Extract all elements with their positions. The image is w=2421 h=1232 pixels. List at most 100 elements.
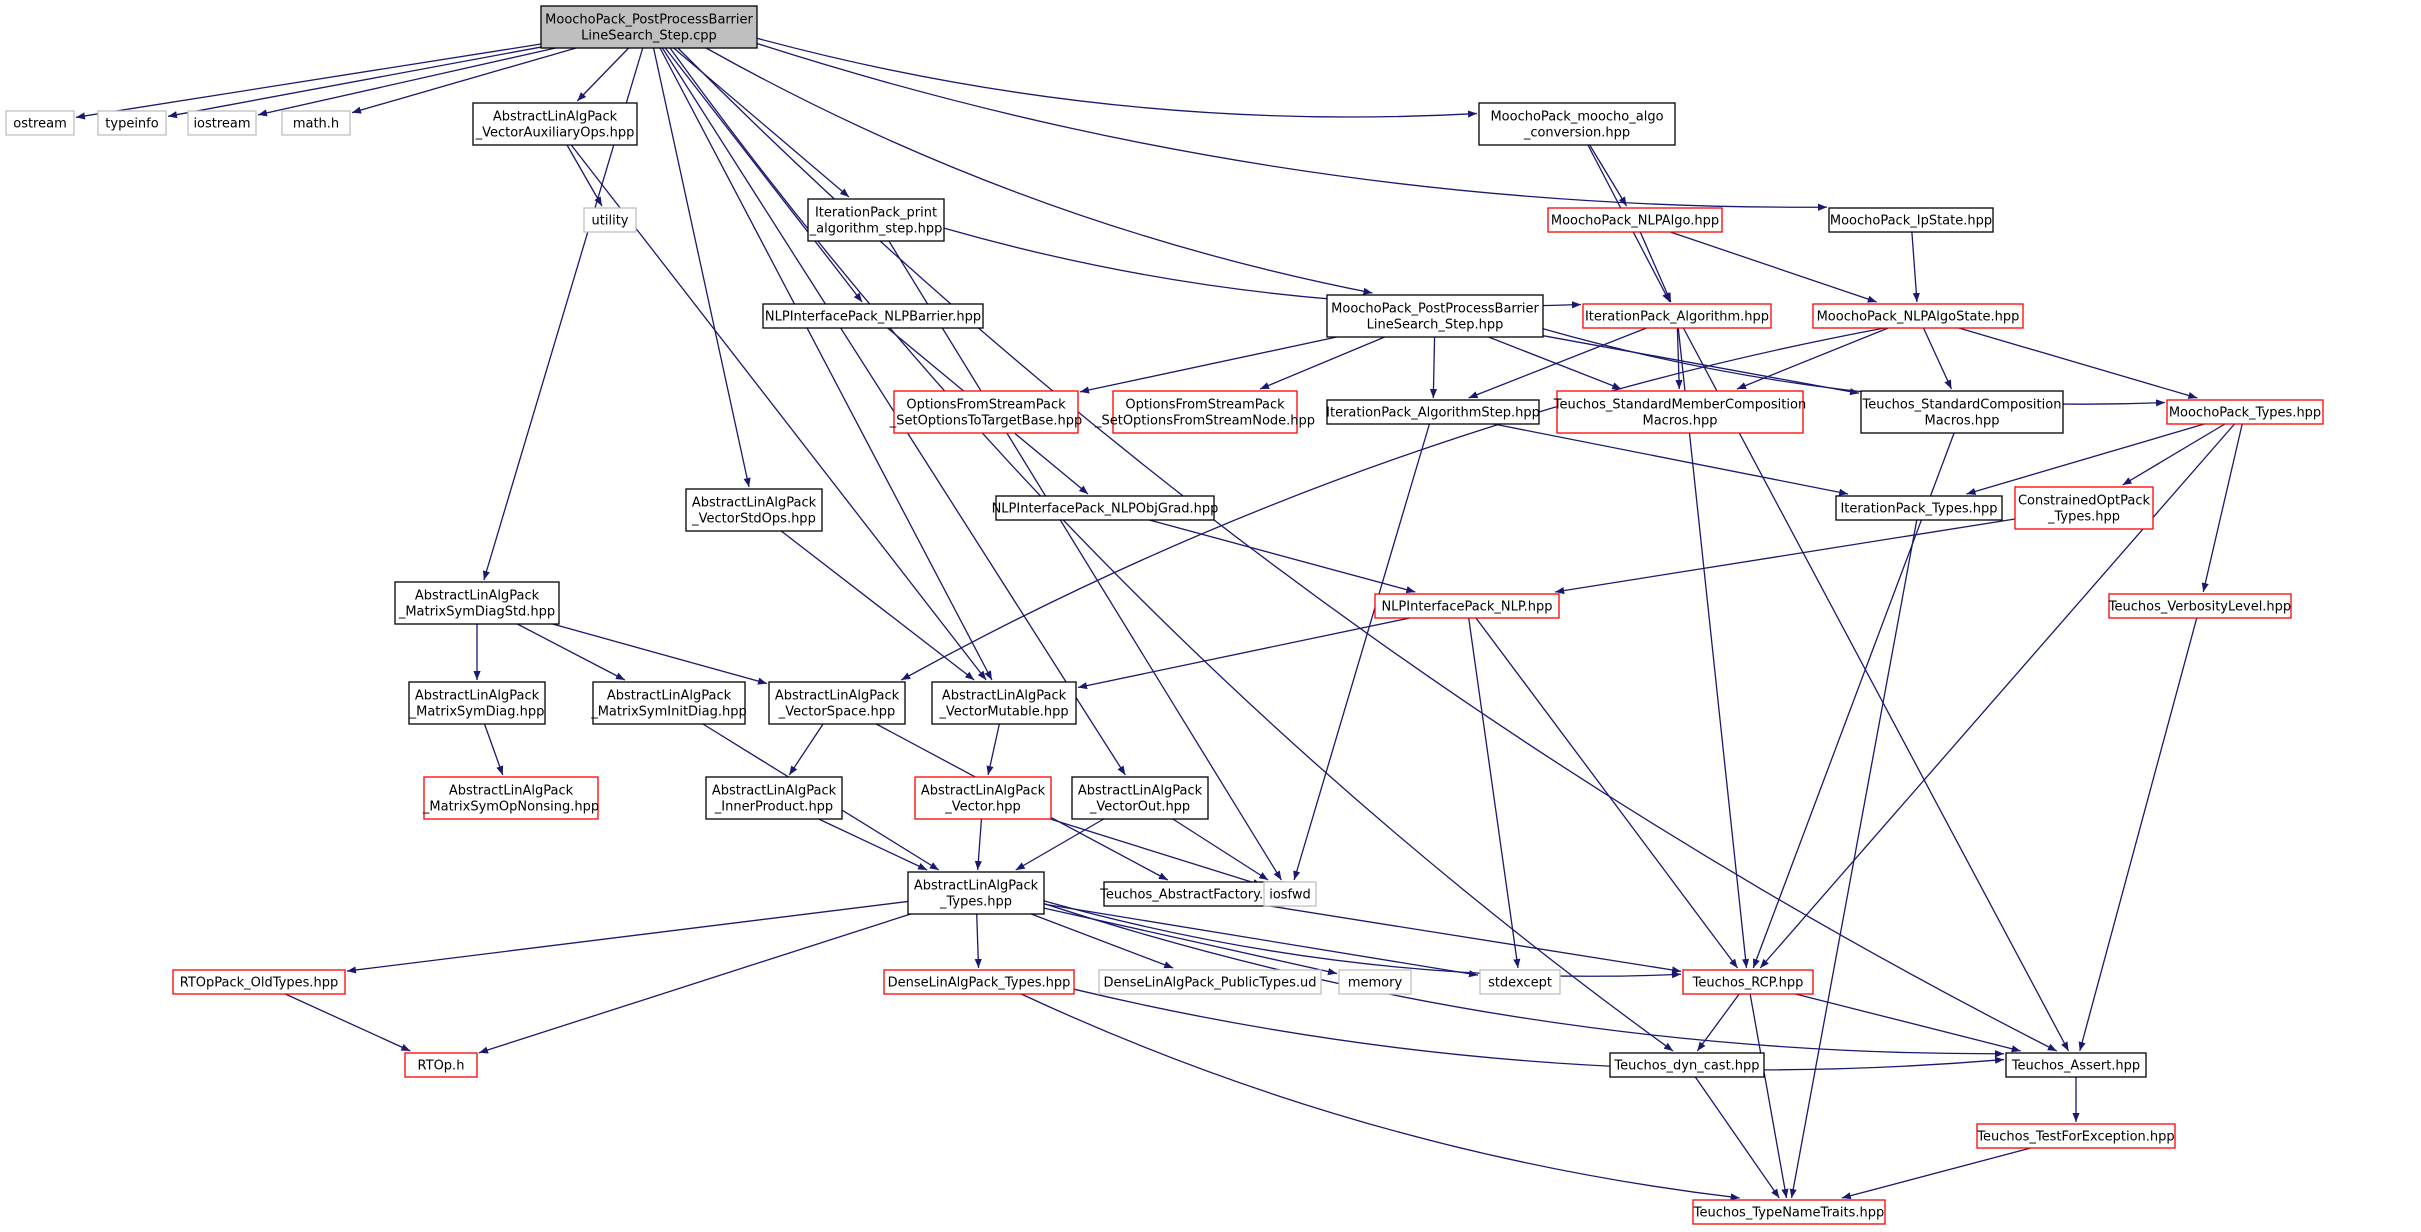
node-box[interactable] bbox=[685, 488, 823, 532]
node-nlpbarrier[interactable]: NLPInterfacePack_NLPBarrier.hpp bbox=[762, 303, 984, 329]
node-memory[interactable]: memory bbox=[1338, 969, 1412, 995]
node-box[interactable] bbox=[408, 681, 546, 725]
node-moochotypes[interactable]: MoochoPack_Types.hpp bbox=[2166, 399, 2324, 425]
node-box[interactable] bbox=[1071, 776, 1209, 820]
node-box[interactable] bbox=[1479, 969, 1561, 995]
node-box[interactable] bbox=[5, 110, 75, 136]
node-nlpobjgrad[interactable]: NLPInterfacePack_NLPObjGrad.hpp bbox=[992, 495, 1219, 521]
node-box[interactable] bbox=[97, 110, 167, 136]
node-box[interactable] bbox=[1976, 1123, 2176, 1149]
node-stdexcept[interactable]: stdexcept bbox=[1479, 969, 1561, 995]
node-box[interactable] bbox=[1835, 495, 2003, 521]
node-dyncast[interactable]: Teuchos_dyn_cast.hpp bbox=[1609, 1052, 1765, 1078]
node-box[interactable] bbox=[1812, 303, 2024, 329]
node-box[interactable] bbox=[807, 198, 945, 242]
node-ipstate[interactable]: MoochoPack_IpState.hpp bbox=[1828, 207, 1994, 233]
node-rcp[interactable]: Teuchos_RCP.hpp bbox=[1682, 969, 1814, 995]
node-vecmut[interactable]: AbstractLinAlgPack_VectorMutable.hpp bbox=[931, 681, 1077, 725]
node-matsymdiag[interactable]: AbstractLinAlgPack_MatrixSymDiag.hpp bbox=[408, 681, 546, 725]
node-box[interactable] bbox=[1478, 102, 1676, 146]
node-constropt[interactable]: ConstrainedOptPack_Types.hpp bbox=[2014, 486, 2154, 530]
node-box[interactable] bbox=[187, 110, 257, 136]
node-verbosity[interactable]: Teuchos_VerbosityLevel.hpp bbox=[2108, 593, 2292, 619]
node-utility[interactable]: utility bbox=[583, 207, 637, 233]
node-vecout[interactable]: AbstractLinAlgPack_VectorOut.hpp bbox=[1071, 776, 1209, 820]
node-box[interactable] bbox=[893, 390, 1079, 434]
node-box[interactable] bbox=[1112, 390, 1298, 434]
node-assert[interactable]: Teuchos_Assert.hpp bbox=[2005, 1052, 2147, 1078]
node-box[interactable] bbox=[705, 776, 843, 820]
node-matsymop[interactable]: AbstractLinAlgPack_MatrixSymOpNonsing.hp… bbox=[422, 776, 599, 820]
node-box[interactable] bbox=[1682, 969, 1814, 995]
node-box[interactable] bbox=[1828, 207, 1994, 233]
node-testforexc[interactable]: Teuchos_TestForException.hpp bbox=[1976, 1123, 2176, 1149]
node-box[interactable] bbox=[1338, 969, 1412, 995]
node-box[interactable] bbox=[2166, 399, 2324, 425]
node-denselin[interactable]: DenseLinAlgPack_Types.hpp bbox=[883, 969, 1075, 995]
node-typename[interactable]: Teuchos_TypeNameTraits.hpp bbox=[1692, 1199, 1886, 1225]
node-stdmember[interactable]: Teuchos_StandardMemberCompositionMacros.… bbox=[1553, 390, 1806, 434]
node-box[interactable] bbox=[2014, 486, 2154, 530]
node-densepub[interactable]: DenseLinAlgPack_PublicTypes.ud bbox=[1098, 969, 1322, 995]
node-box[interactable] bbox=[583, 207, 637, 233]
node-box[interactable] bbox=[1556, 390, 1804, 434]
node-innerprod[interactable]: AbstractLinAlgPack_InnerProduct.hpp bbox=[705, 776, 843, 820]
node-nlpalgo[interactable]: MoochoPack_NLPAlgo.hpp bbox=[1547, 207, 1723, 233]
node-root[interactable]: MoochoPack_PostProcessBarrierLineSearch_… bbox=[540, 5, 758, 49]
node-itertypes[interactable]: IterationPack_Types.hpp bbox=[1835, 495, 2003, 521]
node-box[interactable] bbox=[592, 681, 746, 725]
node-vecstdops[interactable]: AbstractLinAlgPack_VectorStdOps.hpp bbox=[685, 488, 823, 532]
node-box[interactable] bbox=[1609, 1052, 1765, 1078]
node-vector[interactable]: AbstractLinAlgPack_Vector.hpp bbox=[914, 776, 1052, 820]
node-optsnode[interactable]: OptionsFromStreamPack_SetOptionsFromStre… bbox=[1094, 390, 1315, 434]
node-box[interactable] bbox=[423, 776, 599, 820]
node-iteralgostep[interactable]: IterationPack_AlgorithmStep.hpp bbox=[1326, 399, 1540, 425]
node-rtopold[interactable]: RTOpPack_OldTypes.hpp bbox=[172, 969, 346, 995]
node-matsymdiagstd[interactable]: AbstractLinAlgPack_MatrixSymDiagStd.hpp bbox=[394, 581, 560, 625]
node-altypes[interactable]: AbstractLinAlgPack_Types.hpp bbox=[907, 871, 1045, 915]
node-box[interactable] bbox=[931, 681, 1077, 725]
node-iostream[interactable]: iostream bbox=[187, 110, 257, 136]
node-box[interactable] bbox=[472, 102, 638, 146]
node-absfactory[interactable]: Teuchos_AbstractFactory.hpp bbox=[1099, 881, 1288, 907]
node-box[interactable] bbox=[995, 495, 1215, 521]
node-nlp[interactable]: NLPInterfacePack_NLP.hpp bbox=[1374, 593, 1560, 619]
node-ostream[interactable]: ostream bbox=[5, 110, 75, 136]
node-vecspace[interactable]: AbstractLinAlgPack_VectorSpace.hpp bbox=[768, 681, 906, 725]
node-iteralgo[interactable]: IterationPack_Algorithm.hpp bbox=[1582, 303, 1772, 329]
node-rtoph[interactable]: RTOp.h bbox=[404, 1052, 478, 1078]
node-box[interactable] bbox=[1098, 969, 1322, 995]
node-box[interactable] bbox=[1692, 1199, 1886, 1225]
node-iosfwd[interactable]: iosfwd bbox=[1263, 881, 1317, 907]
node-box[interactable] bbox=[762, 303, 984, 329]
node-mathh[interactable]: math.h bbox=[281, 110, 351, 136]
node-box[interactable] bbox=[281, 110, 351, 136]
node-box[interactable] bbox=[1374, 593, 1560, 619]
node-box[interactable] bbox=[1263, 881, 1317, 907]
node-box[interactable] bbox=[1860, 390, 2064, 434]
node-box[interactable] bbox=[1547, 207, 1723, 233]
node-box[interactable] bbox=[2108, 593, 2292, 619]
node-box[interactable] bbox=[914, 776, 1052, 820]
node-box[interactable] bbox=[1326, 294, 1544, 338]
node-moochoconv[interactable]: MoochoPack_moocho_algo_conversion.hpp bbox=[1478, 102, 1676, 146]
node-matsyminit[interactable]: AbstractLinAlgPack_MatrixSymInitDiag.hpp bbox=[590, 681, 747, 725]
edge-root-to-ostream bbox=[75, 43, 542, 120]
node-box[interactable] bbox=[768, 681, 906, 725]
node-nlpalgostate[interactable]: MoochoPack_NLPAlgoState.hpp bbox=[1812, 303, 2024, 329]
node-ppbh[interactable]: MoochoPack_PostProcessBarrierLineSearch_… bbox=[1326, 294, 1544, 338]
node-vecaux[interactable]: AbstractLinAlgPack_VectorAuxiliaryOps.hp… bbox=[472, 102, 638, 146]
node-box[interactable] bbox=[2005, 1052, 2147, 1078]
node-box[interactable] bbox=[1582, 303, 1772, 329]
node-box[interactable] bbox=[907, 871, 1045, 915]
node-box[interactable] bbox=[394, 581, 560, 625]
node-box[interactable] bbox=[540, 5, 758, 49]
node-box[interactable] bbox=[1326, 399, 1540, 425]
node-box[interactable] bbox=[172, 969, 346, 995]
node-typeinfo[interactable]: typeinfo bbox=[97, 110, 167, 136]
node-iterprint[interactable]: IterationPack_print_algorithm_step.hpp bbox=[807, 198, 945, 242]
node-box[interactable] bbox=[883, 969, 1075, 995]
node-optstarget[interactable]: OptionsFromStreamPack_SetOptionsToTarget… bbox=[889, 390, 1082, 434]
node-box[interactable] bbox=[404, 1052, 478, 1078]
